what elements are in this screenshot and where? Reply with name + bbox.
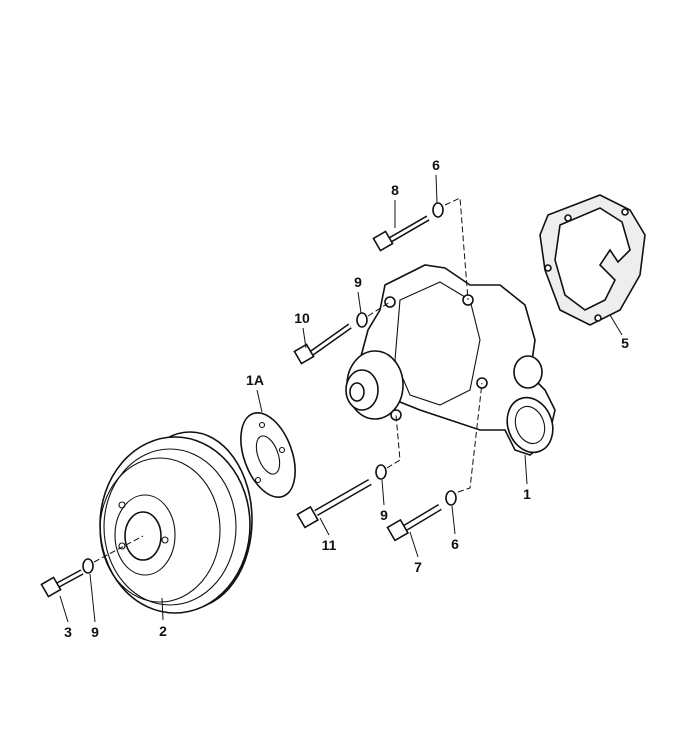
callout-6-bottom: 6 bbox=[451, 536, 459, 552]
water-pump-part-1 bbox=[345, 264, 556, 456]
callout-11: 11 bbox=[321, 537, 337, 553]
gasket-part-5 bbox=[539, 194, 646, 326]
alignment-lines bbox=[93, 197, 483, 563]
callout-9-upper: 9 bbox=[354, 274, 362, 290]
bolt-part-11 bbox=[296, 478, 372, 529]
callout-9-middle: 9 bbox=[380, 507, 388, 523]
callout-2: 2 bbox=[159, 623, 167, 639]
callout-6-top: 6 bbox=[432, 157, 440, 173]
bolt-part-8 bbox=[372, 215, 430, 252]
washers bbox=[82, 202, 457, 574]
bolt-part-7 bbox=[386, 503, 442, 542]
callout-7: 7 bbox=[414, 559, 422, 575]
callout-9-lower: 9 bbox=[91, 624, 99, 640]
bolt-part-3 bbox=[40, 569, 84, 598]
callout-3: 3 bbox=[64, 624, 72, 640]
leader-lines bbox=[59, 174, 623, 623]
callout-1: 1 bbox=[523, 486, 531, 502]
flange-part-1a bbox=[240, 412, 296, 498]
bolt-part-10 bbox=[293, 323, 352, 365]
callout-8: 8 bbox=[391, 182, 399, 198]
callout-10: 10 bbox=[294, 310, 310, 326]
callout-1a: 1A bbox=[246, 372, 264, 388]
callout-5: 5 bbox=[621, 335, 629, 351]
pulley-part-2 bbox=[99, 431, 253, 614]
